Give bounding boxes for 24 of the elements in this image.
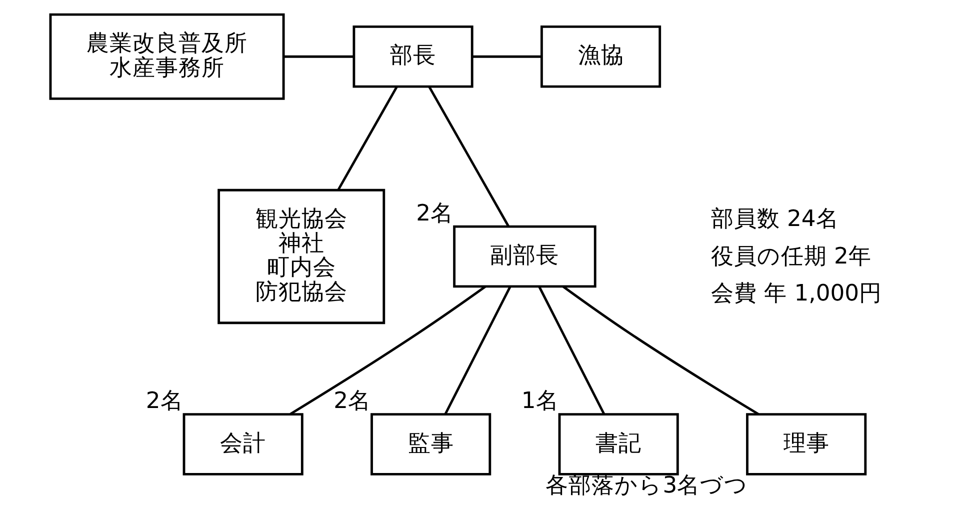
label: 部員数 24名 [710, 206, 838, 232]
connector [428, 86, 509, 227]
connector [283, 55, 353, 58]
node-box: 観光協会 神社 町内会 防犯協会 [217, 188, 385, 324]
label: 役員の任期 2年 [710, 243, 871, 270]
node-box: 監事 [370, 413, 491, 476]
connector [336, 86, 398, 191]
label: 会費 年 1,000円 [710, 280, 882, 307]
connector [444, 286, 511, 415]
node-label: 2名 [416, 200, 454, 226]
connector [289, 286, 486, 416]
node-box: 副部長 [452, 225, 596, 288]
connector [562, 286, 759, 416]
node-box: 漁協 [540, 25, 661, 88]
connector [538, 286, 605, 415]
node-box: 部長 [352, 25, 473, 88]
node-box: 書記 [558, 413, 678, 476]
node-label: 2名 [333, 388, 371, 414]
node-label: 2名 [145, 388, 183, 414]
node-box: 会計 [182, 413, 303, 476]
node-label: 1名 [520, 388, 558, 414]
node-box: 理事 [746, 413, 866, 476]
connector [472, 55, 542, 58]
node-box: 農業改良普及所 水産事務所 [48, 13, 284, 100]
